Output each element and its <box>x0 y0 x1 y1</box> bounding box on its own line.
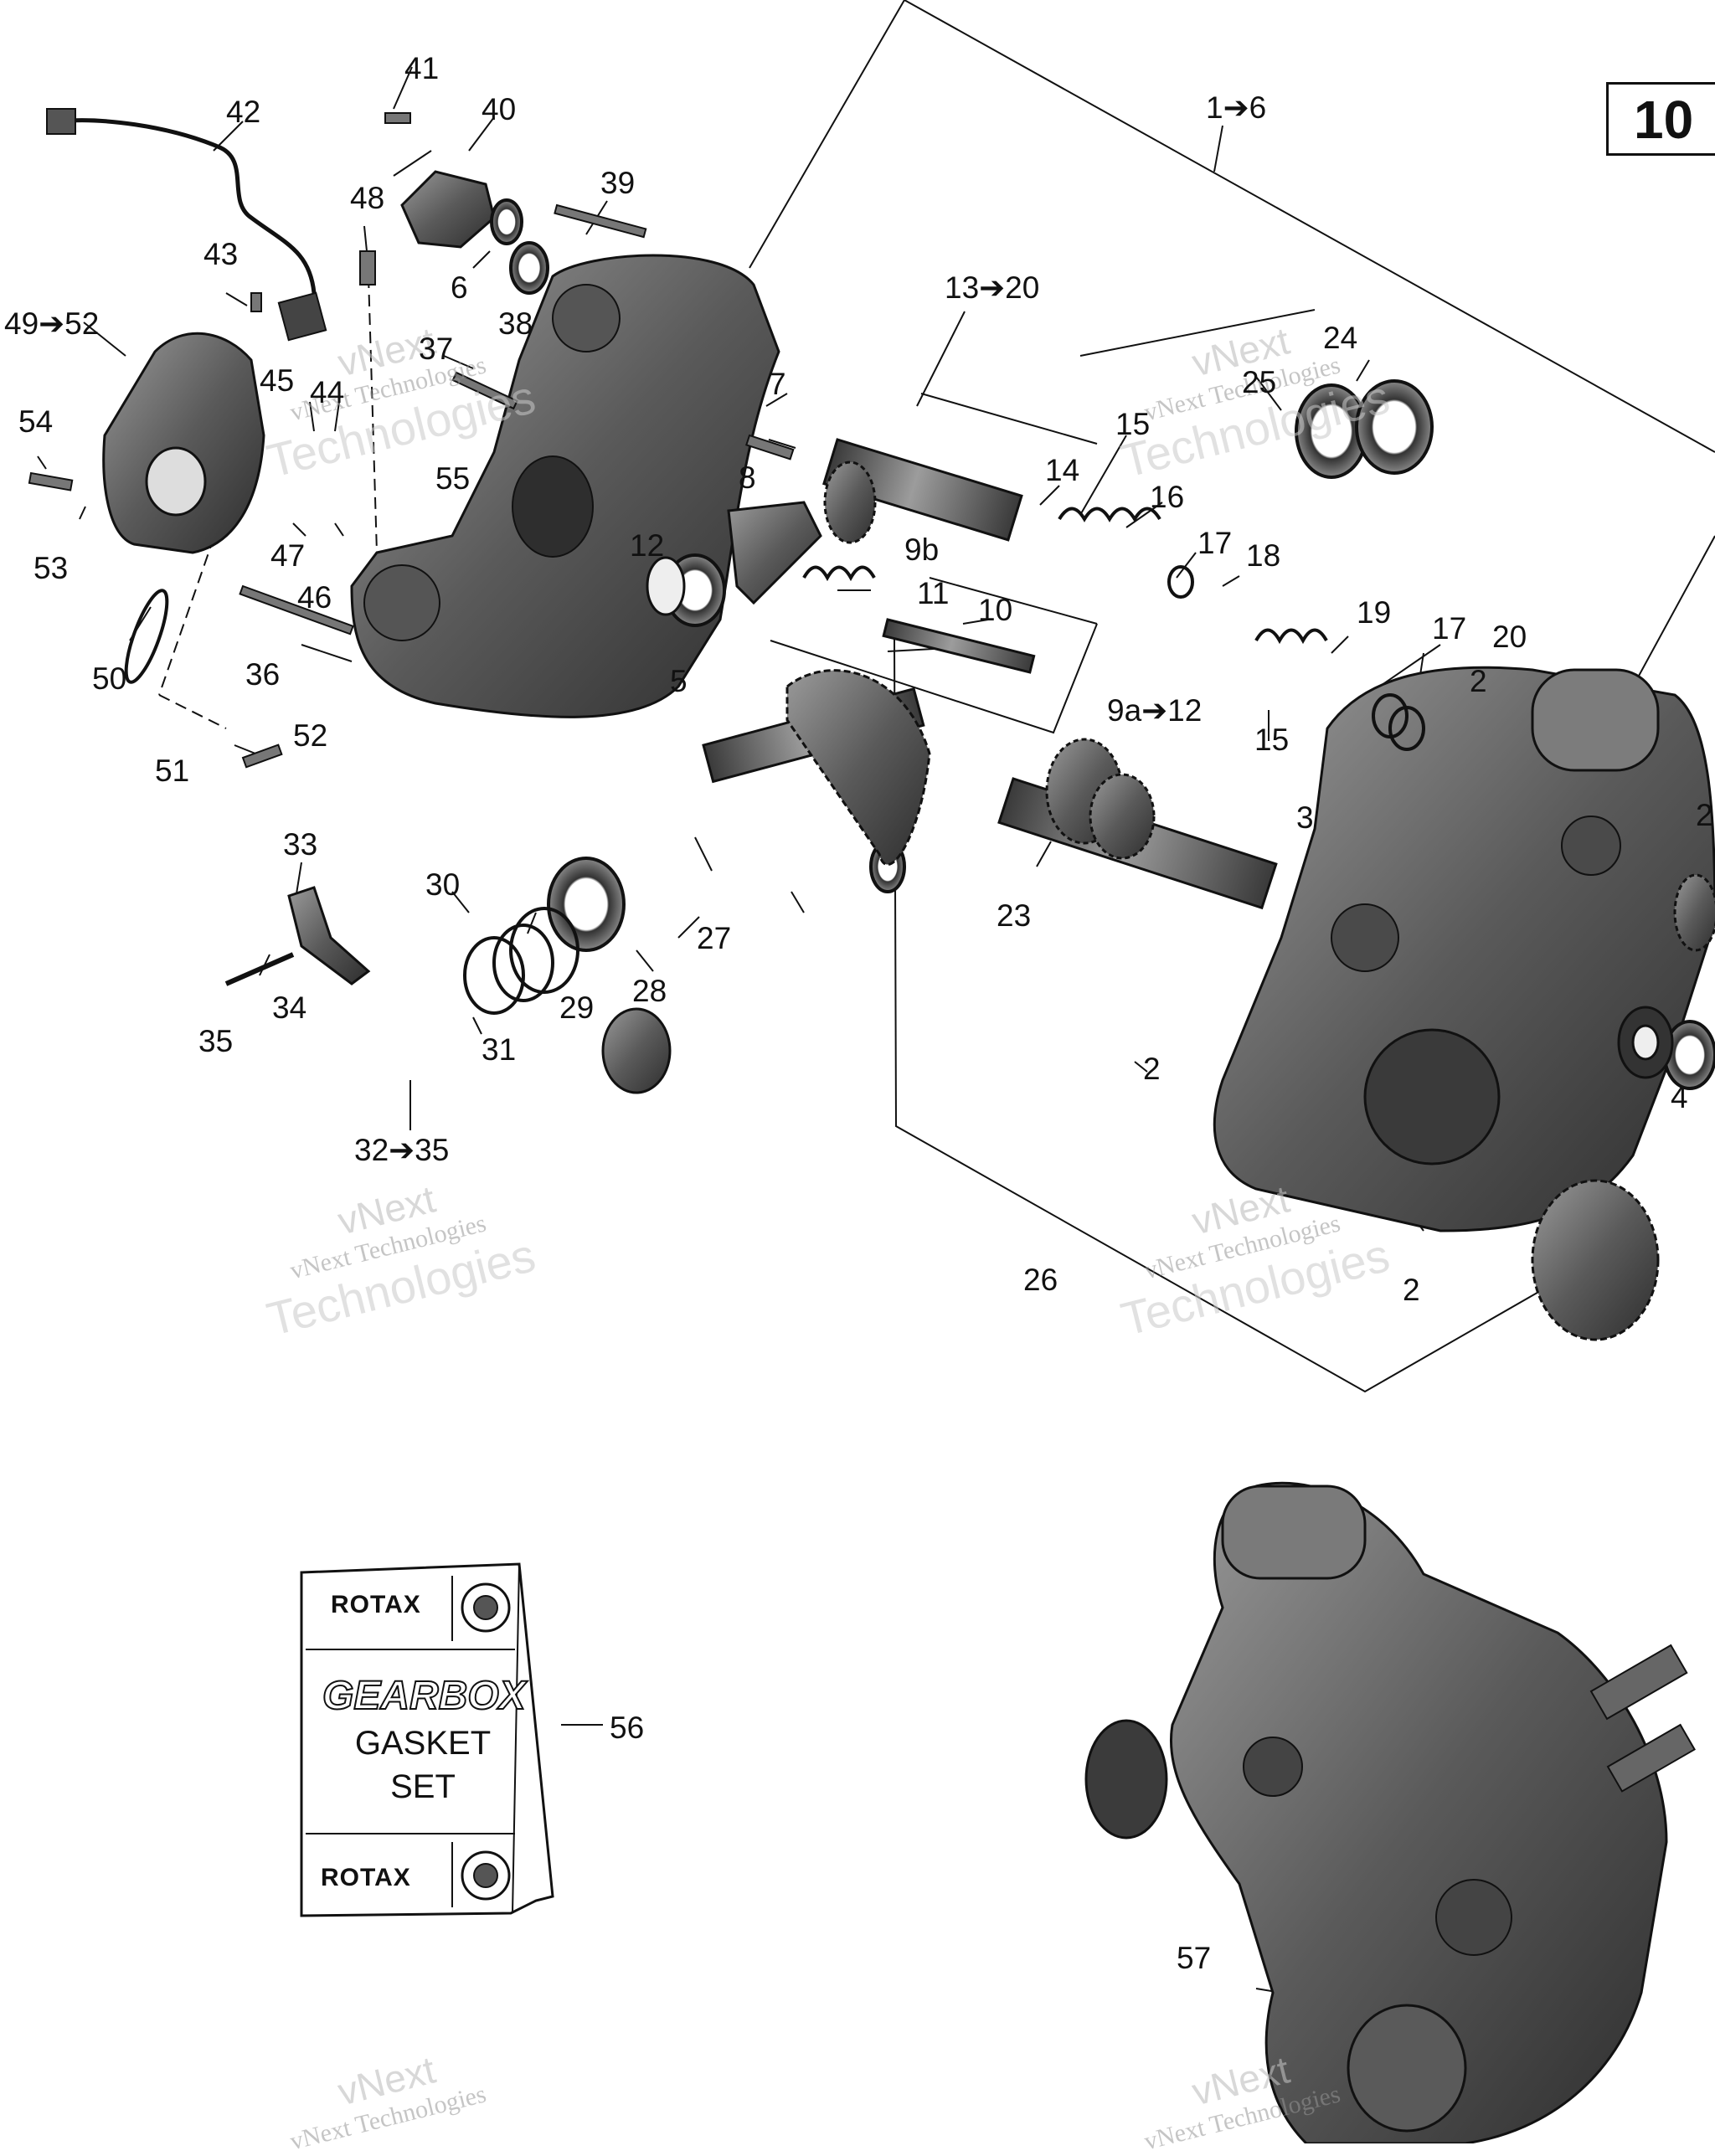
gasket-kit-bag <box>300 1562 554 1917</box>
callout-17: 17 <box>1432 611 1467 646</box>
callout-57: 57 <box>1177 1941 1212 1975</box>
kit-brand-top: ROTAX <box>331 1591 421 1618</box>
shift-fork <box>287 886 371 985</box>
callout-27: 27 <box>697 921 732 955</box>
callout-6: 6 <box>451 270 468 305</box>
callout-30: 30 <box>425 867 461 902</box>
callout-2: 2 <box>1403 1273 1420 1307</box>
alignment-lines <box>158 275 378 729</box>
callout-2: 2 <box>1470 664 1487 698</box>
seals <box>463 198 1715 1090</box>
bracket <box>400 170 496 249</box>
springs <box>802 507 1328 645</box>
callout-23: 23 <box>997 898 1032 933</box>
bolts <box>28 112 795 769</box>
callout-4: 4 <box>1671 1080 1688 1114</box>
callout-39: 39 <box>600 166 636 200</box>
leader-lines <box>37 66 1458 1998</box>
callout-31: 31 <box>482 1032 517 1067</box>
callout-55: 55 <box>435 461 471 496</box>
callout-34: 34 <box>272 991 307 1025</box>
callout-44: 44 <box>310 375 345 409</box>
kit-brand-bottom: ROTAX <box>321 1864 411 1891</box>
callout-46: 46 <box>297 580 332 615</box>
sensor-connector <box>46 108 76 135</box>
callout-20: 20 <box>1492 620 1527 654</box>
callout-51: 51 <box>155 754 190 788</box>
callout-53: 53 <box>33 551 69 585</box>
callout-11: 11 <box>917 576 950 610</box>
callout-10: 10 <box>978 593 1013 627</box>
callout-5: 5 <box>670 664 688 698</box>
callout-8: 8 <box>739 461 756 495</box>
page-tag: 10 <box>1606 82 1715 156</box>
assembled-gearbox <box>1084 1481 1696 2143</box>
callout-41: 41 <box>404 51 440 85</box>
callout-3: 3 <box>1296 800 1314 835</box>
callout-56: 56 <box>610 1711 645 1745</box>
callout-9a-12: 9a➔12 <box>1107 693 1203 728</box>
callout-35: 35 <box>198 1024 234 1058</box>
sensor-cable <box>58 118 317 294</box>
kit-title-line2: GASKET <box>354 1725 492 1762</box>
callout-54: 54 <box>18 404 54 439</box>
gears <box>785 461 1715 1341</box>
callout-52: 52 <box>293 718 328 753</box>
callout-50: 50 <box>92 661 127 696</box>
callout-29: 29 <box>559 991 595 1025</box>
bearings <box>601 556 1674 1094</box>
callout-28: 28 <box>632 974 667 1008</box>
callout-38: 38 <box>498 306 533 341</box>
callout-15: 15 <box>1115 407 1151 441</box>
callout-2: 2 <box>1143 1052 1161 1086</box>
sensor-body <box>277 291 327 342</box>
callout-47: 47 <box>270 538 306 573</box>
callout-15: 15 <box>1254 723 1290 757</box>
lever-bracket <box>727 501 822 605</box>
callout-43: 43 <box>203 237 239 271</box>
callout-45: 45 <box>260 363 295 398</box>
callout-49-52: 49➔52 <box>4 306 100 341</box>
fork-rod <box>224 952 295 986</box>
callout-33: 33 <box>283 827 318 862</box>
callout-36: 36 <box>245 657 281 692</box>
callout-40: 40 <box>482 92 517 126</box>
callout-12: 12 <box>630 528 665 563</box>
callout-26: 26 <box>1023 1263 1058 1297</box>
callout-42: 42 <box>226 95 261 129</box>
callout-7: 7 <box>769 367 786 401</box>
kit-title-line1: GEARBOX <box>322 1673 527 1719</box>
callout-18: 18 <box>1246 538 1281 573</box>
callout-16: 16 <box>1150 480 1185 514</box>
callout-24: 24 <box>1323 321 1358 355</box>
callout-9b: 9b <box>904 533 940 567</box>
callout-1-6: 1➔6 <box>1206 90 1267 125</box>
callout-37: 37 <box>419 332 454 366</box>
callout-32-35: 32➔35 <box>354 1133 450 1167</box>
callout-25: 25 <box>1242 365 1277 399</box>
kit-title-line3: SET <box>390 1768 456 1805</box>
right-case-half <box>1213 666 1715 1232</box>
callout-13-20: 13➔20 <box>945 270 1040 305</box>
callout-17: 17 <box>1197 526 1233 560</box>
callout-19: 19 <box>1357 595 1392 630</box>
callout-48: 48 <box>350 181 385 215</box>
shift-actuator <box>102 332 265 684</box>
callout-2: 2 <box>1696 798 1713 832</box>
callout-14: 14 <box>1045 453 1080 487</box>
